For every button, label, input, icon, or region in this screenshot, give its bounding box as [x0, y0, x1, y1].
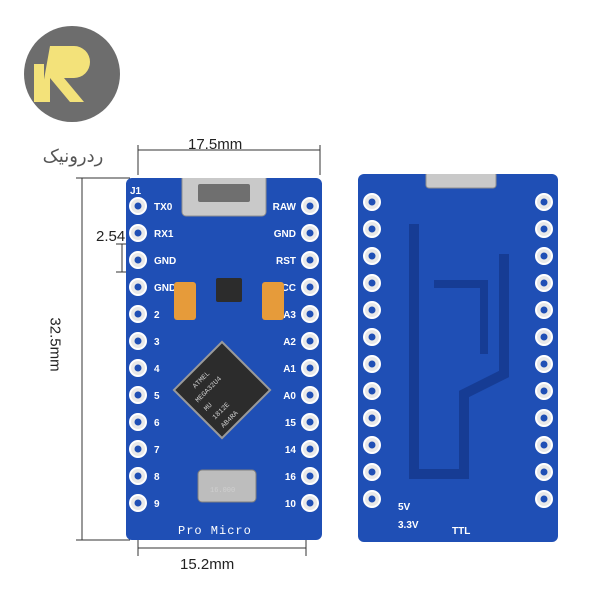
front-right-pin-label-0: RAW	[273, 202, 297, 213]
front-left-pin-label-2: GND	[154, 256, 176, 267]
front-right-pin-label-10: 16	[285, 472, 297, 483]
front-left-pin-hole-2	[134, 256, 142, 264]
crystal-label: 16.000	[210, 487, 235, 495]
front-right-pin-label-9: 14	[285, 445, 297, 456]
front-right-pin-hole-6	[306, 364, 314, 372]
front-left-pin-hole-6	[134, 364, 142, 372]
crystal	[197, 469, 257, 503]
front-left-pin-label-6: 4	[154, 364, 160, 375]
front-left-pin-hole-5	[134, 337, 142, 345]
dimension-bottom-width: 15.2mm	[180, 556, 235, 573]
front-left-pin-hole-11	[134, 499, 142, 507]
front-left-pin-label-8: 6	[154, 418, 160, 429]
front-left-pin-hole-8	[134, 418, 142, 426]
back-left-pin-hole-3	[368, 279, 376, 287]
front-left-pin-hole-10	[134, 472, 142, 480]
front-left-pin-hole-7	[134, 391, 142, 399]
capacitor-right	[262, 282, 284, 320]
chip-line-3: MU	[203, 402, 215, 414]
front-right-pin-label-8: 15	[285, 418, 297, 429]
back-right-pin-hole-5	[540, 333, 548, 341]
back-left-pin-hole-9	[368, 441, 376, 449]
back-right-pin-hole-11	[540, 495, 548, 503]
back-left-pin-hole-10	[368, 468, 376, 476]
front-right-pin-label-3: VCC	[275, 283, 296, 294]
back-right-pin-hole-9	[540, 441, 548, 449]
front-left-pin-label-3: GND	[154, 283, 176, 294]
back-left-pin-hole-2	[368, 252, 376, 260]
back-left-pin-hole-1	[368, 225, 376, 233]
front-left-pin-label-5: 3	[154, 337, 160, 348]
front-right-pin-hole-10	[306, 472, 314, 480]
front-left-pin-hole-0	[134, 202, 142, 210]
front-left-pin-label-10: 8	[154, 472, 160, 483]
back-left-pin-hole-4	[368, 306, 376, 314]
back-right-pin-hole-10	[540, 468, 548, 476]
front-left-pin-hole-3	[134, 283, 142, 291]
front-right-pin-label-11: 10	[285, 499, 297, 510]
front-left-pin-hole-4	[134, 310, 142, 318]
back-right-pin-hole-1	[540, 225, 548, 233]
front-right-pin-label-6: A1	[283, 364, 296, 375]
back-label-5v: 5V	[398, 502, 411, 513]
front-right-pin-hole-9	[306, 445, 314, 453]
front-left-pin-label-1: RX1	[154, 229, 174, 240]
back-left-pin-hole-7	[368, 387, 376, 395]
corner-label: J1	[130, 186, 142, 197]
front-left-pin-label-0: TX0	[154, 202, 173, 213]
logo-text: ردرونیک	[42, 146, 104, 167]
back-left-pin-hole-8	[368, 414, 376, 422]
ic-small	[216, 278, 242, 302]
capacitor-left	[174, 282, 196, 320]
back-right-pin-hole-6	[540, 360, 548, 368]
back-silk: TTL	[452, 526, 470, 537]
front-right-pin-label-2: RST	[276, 256, 296, 267]
front-left-pin-hole-1	[134, 229, 142, 237]
company-logo	[24, 26, 120, 122]
back-label-3v3: 3.3V	[398, 520, 419, 531]
front-right-pin-hole-0	[306, 202, 314, 210]
front-left-pin-label-9: 7	[154, 445, 160, 456]
back-left-pin-hole-6	[368, 360, 376, 368]
back-left-pin-hole-5	[368, 333, 376, 341]
front-left-pin-label-4: 2	[154, 310, 160, 321]
front-right-pin-hole-4	[306, 310, 314, 318]
front-right-pin-hole-3	[306, 283, 314, 291]
front-right-pin-label-4: A3	[283, 310, 296, 321]
front-right-pin-hole-2	[306, 256, 314, 264]
brand-label: Pro Micro	[178, 524, 252, 538]
back-right-pin-hole-4	[540, 306, 548, 314]
board-back: 5V 3.3V TTL	[358, 174, 558, 542]
back-right-pin-hole-7	[540, 387, 548, 395]
front-right-pin-hole-8	[306, 418, 314, 426]
dimension-top-width: 17.5mm	[188, 136, 243, 153]
back-left-pin-hole-11	[368, 495, 376, 503]
front-left-pin-label-7: 5	[154, 391, 160, 402]
back-left-pin-hole-0	[368, 198, 376, 206]
back-right-pin-hole-8	[540, 414, 548, 422]
front-right-pin-label-5: A2	[283, 337, 296, 348]
front-right-pin-label-7: A0	[283, 391, 296, 402]
front-right-pin-label-1: GND	[274, 229, 296, 240]
front-left-pin-hole-9	[134, 445, 142, 453]
usb-connector-back	[425, 174, 497, 189]
front-right-pin-hole-1	[306, 229, 314, 237]
front-left-pin-label-11: 9	[154, 499, 160, 510]
back-right-pin-hole-3	[540, 279, 548, 287]
front-right-pin-hole-7	[306, 391, 314, 399]
back-right-pin-hole-2	[540, 252, 548, 260]
back-right-pin-hole-0	[540, 198, 548, 206]
front-right-pin-hole-11	[306, 499, 314, 507]
front-right-pin-hole-5	[306, 337, 314, 345]
